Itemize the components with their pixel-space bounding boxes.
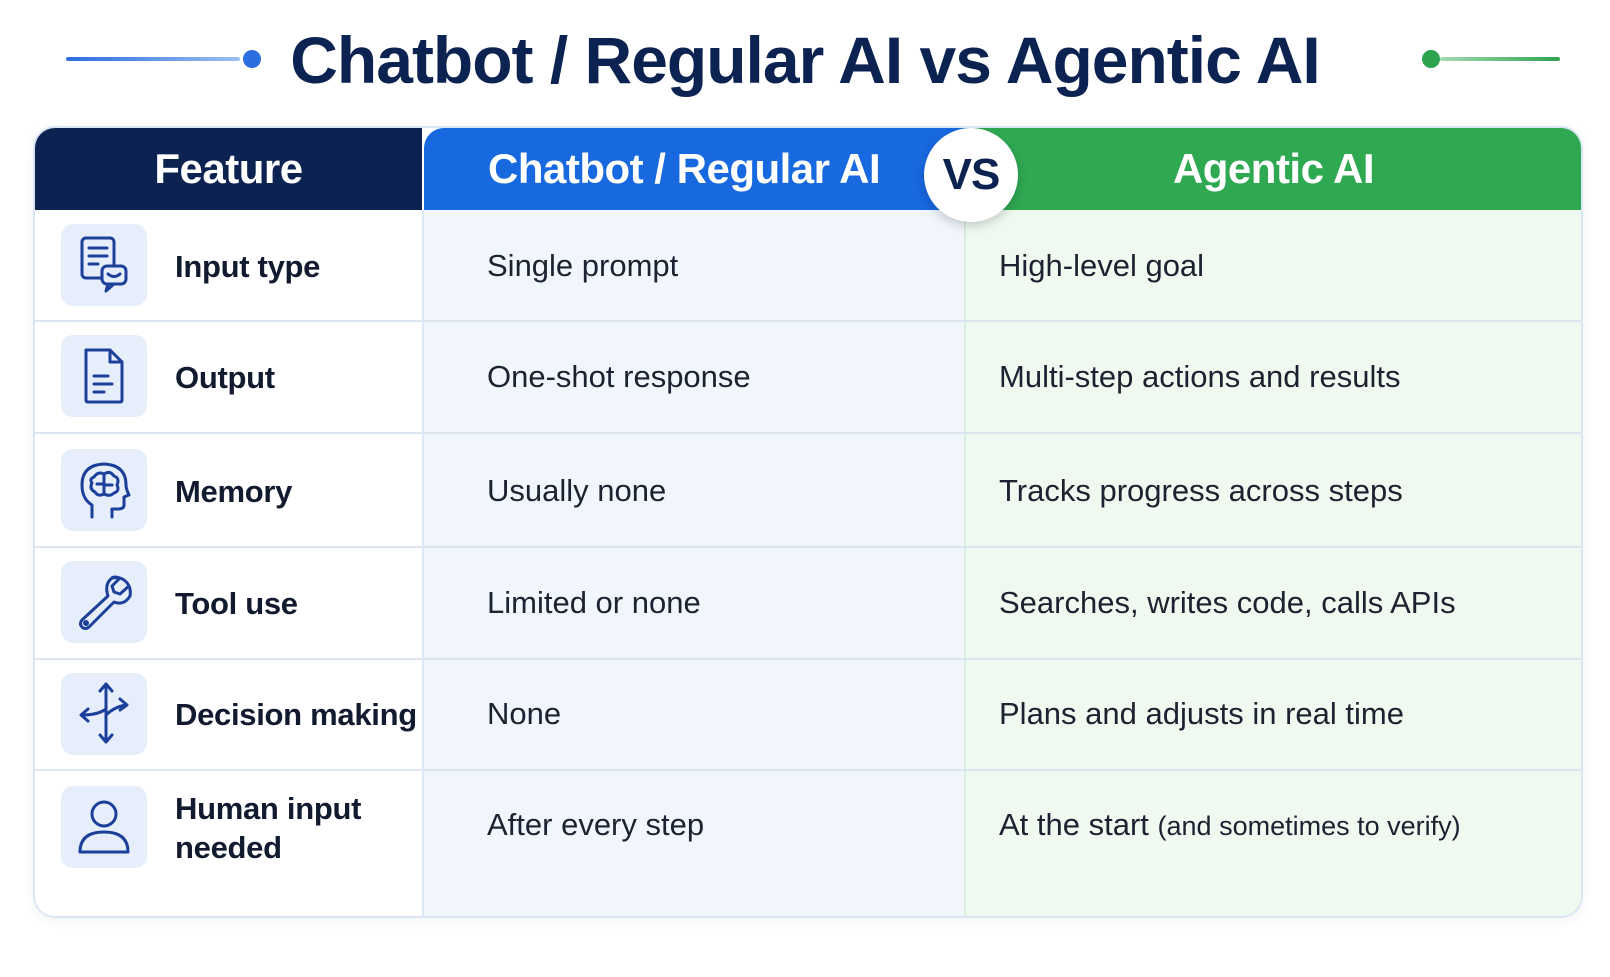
table-row: Input type Single prompt High-level goal — [35, 210, 1581, 320]
feature-label: Decision making — [175, 697, 417, 732]
table-row: Tool use Limited or none Searches, write… — [35, 548, 1581, 658]
chatbot-cell: After every step — [487, 807, 705, 842]
agentic-cell: Multi-step actions and results — [999, 359, 1401, 394]
wrench-icon — [61, 561, 147, 643]
agentic-cell: At the start (and sometimes to verify) — [999, 806, 1461, 845]
feature-label: Output — [175, 360, 275, 395]
title-left-dot — [243, 50, 261, 68]
user-icon — [61, 786, 147, 868]
row-divider — [35, 546, 1581, 548]
agentic-cell: Tracks progress across steps — [999, 473, 1403, 508]
feature-label: Tool use — [175, 586, 298, 621]
table-row: Memory Usually none Tracks progress acro… — [35, 434, 1581, 546]
agentic-cell: Plans and adjusts in real time — [999, 696, 1404, 731]
table-row: Decision making None Plans and adjusts i… — [35, 660, 1581, 769]
title-left-line — [66, 57, 240, 61]
title-right-dot — [1422, 50, 1440, 68]
chatbot-cell: None — [487, 696, 562, 731]
row-divider — [35, 769, 1581, 771]
header-chatbot: Chatbot / Regular AI — [424, 128, 966, 210]
row-divider — [35, 658, 1581, 660]
agentic-cell-main: At the start — [999, 807, 1149, 842]
chatbot-cell: Usually none — [487, 473, 667, 508]
agentic-cell: Searches, writes code, calls APIs — [999, 585, 1456, 620]
feature-label: Human input needed — [175, 789, 361, 867]
document-icon — [61, 335, 147, 417]
row-divider — [35, 432, 1581, 434]
branching-arrows-icon — [61, 673, 147, 755]
header-feature: Feature — [35, 128, 422, 210]
chatbot-cell: One-shot response — [487, 359, 751, 394]
vs-badge: VS — [924, 128, 1018, 222]
row-divider — [35, 320, 1581, 322]
header-agentic: Agentic AI — [966, 128, 1581, 210]
agentic-cell-note: (and sometimes to verify) — [1157, 811, 1461, 841]
feature-label: Memory — [175, 474, 293, 509]
brain-head-icon — [61, 449, 147, 531]
chatbot-cell: Limited or none — [487, 585, 701, 620]
comparison-table: Feature Chatbot / Regular AI Agentic AI … — [33, 126, 1583, 918]
feature-label-line: needed — [175, 830, 282, 865]
feature-label-line: Human input — [175, 791, 362, 826]
agentic-cell: High-level goal — [999, 248, 1205, 283]
chatbot-cell: Single prompt — [487, 248, 679, 283]
page-title: Chatbot / Regular AI vs Agentic AI — [290, 23, 1320, 97]
chatbot-column-bg — [422, 210, 964, 916]
agentic-column-bg — [964, 210, 1581, 916]
table-row: Human input needed After every step At t… — [35, 771, 1581, 916]
table-row: Output One-shot response Multi-step acti… — [35, 322, 1581, 432]
chat-document-icon — [61, 224, 147, 306]
feature-label: Input type — [175, 249, 321, 284]
title-right-line — [1440, 57, 1560, 61]
title-row: Chatbot / Regular AI vs Agentic AI — [0, 0, 1610, 118]
